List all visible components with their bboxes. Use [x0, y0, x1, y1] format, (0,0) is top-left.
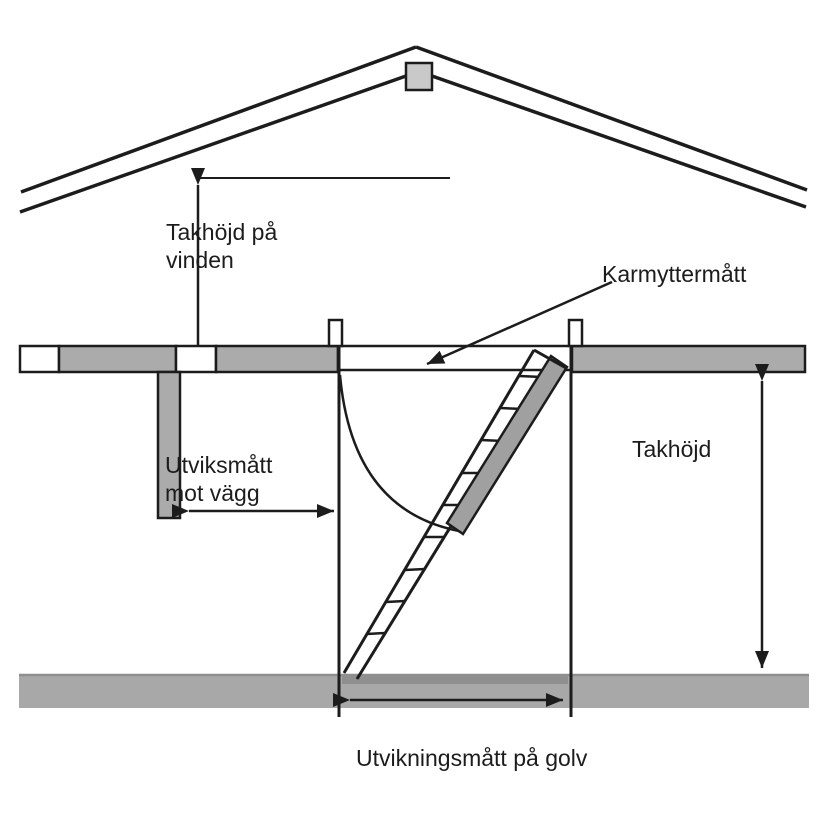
roof-outline — [19, 45, 808, 214]
ceiling-measure-gap — [174, 344, 218, 374]
label-attic-height: Takhöjd på vinden — [166, 219, 278, 273]
label-frame-outer-dimension: Karmyttermått — [602, 261, 747, 287]
label-ceiling-height: Takhöjd — [632, 436, 712, 462]
joist-stud-right — [567, 318, 584, 348]
hatch-door-panel — [445, 354, 569, 536]
label-fold-out-wall: Utviksmått mot vägg — [165, 452, 273, 506]
door-swing-arc — [338, 374, 460, 533]
floor-slab — [19, 673, 809, 708]
frame-leader-arrow — [426, 280, 613, 366]
ridge-block — [404, 61, 434, 92]
ladder-top-cap — [533, 348, 567, 370]
attic-wall-segment — [156, 370, 182, 520]
label-fold-out-floor: Utvikningsmått på golv — [356, 745, 588, 771]
floor-landing-strip — [342, 676, 568, 684]
ceiling-slab — [18, 318, 807, 374]
joist-stud-left — [327, 318, 344, 348]
ladder — [342, 348, 569, 680]
hatch-opening — [336, 344, 574, 372]
